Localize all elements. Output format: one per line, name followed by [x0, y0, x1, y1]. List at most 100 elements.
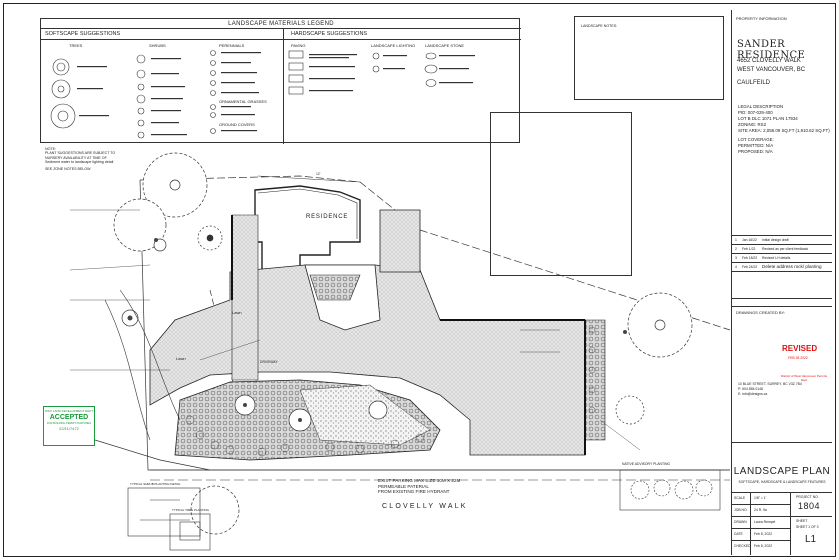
softscape-title: SOFTSCAPE SUGGESTIONS	[45, 31, 121, 37]
drawn-value: Laura Rempel	[754, 520, 776, 524]
revision-row: 1 Jan 16/22 Initial design draft	[732, 236, 832, 245]
plant-notes: NOTE: PLANT SUGGESTIONS ARE SUBJECT TO N…	[45, 147, 145, 171]
neighbourhood: CAULFEILD	[737, 80, 771, 86]
lawn-label: Lawn	[232, 310, 242, 315]
legend-title: LANDSCAPE MATERIALS LEGEND	[228, 21, 334, 27]
revision-row: 2 Feb 1/22 Revised as per client feedback	[732, 245, 832, 254]
sheet-info-grid: SCALE 1/8" = 1' JOB NO. 24 R. 9a DRAWN L…	[732, 492, 832, 555]
revision-number: 2	[735, 247, 737, 251]
revision-date: Feb 24/22	[742, 265, 758, 269]
drawn-by-label: DRAWINGS CREATED BY:	[736, 310, 786, 315]
note-line: NURSERY AVAILABILITY AT TIME OF	[45, 155, 107, 160]
zoning: ZONING: RS2	[738, 122, 767, 127]
stamp-line: DWV LAND DEVELOPMENT DEPT	[44, 409, 94, 413]
drawn-label: DRAWN	[734, 520, 747, 524]
legal-line: LOT B DLC 1071 PLAN 17934	[738, 116, 798, 121]
company-line: E: info@designs.ca	[738, 392, 768, 396]
lot-coverage: LOT COVERAGE:	[738, 137, 774, 142]
revision-number: 3	[735, 256, 737, 260]
sheet-title: LANDSCAPE PLAN	[733, 466, 831, 477]
date-label: DATE	[734, 532, 743, 536]
dimension-label: 12'	[316, 172, 321, 176]
legal-line: PID: 007-029-400	[738, 110, 773, 115]
revision-number: 1	[735, 238, 737, 242]
stamp-accepted: ACCEPTED	[49, 414, 89, 421]
col-shrubs: SHRUBS	[149, 43, 166, 48]
legend-symbols	[50, 50, 475, 139]
parking-note-line: PERMEABLE PATERIAL	[378, 483, 429, 489]
revision-row: 4 Feb 24/22 Delete address rock/ planting	[732, 263, 832, 272]
revision-number: 4	[735, 265, 737, 269]
job-label: JOB NO.	[734, 508, 748, 512]
stamp-number: 22/11/7472	[59, 426, 79, 431]
note-line: Sediment water to landscape lighting det…	[45, 160, 114, 165]
col-grasses: ORNAMENTAL GRASSES	[219, 99, 267, 104]
col-trees: TREES	[69, 43, 83, 48]
stamp-line: FOR BUILDING PERMIT PURPOSES	[46, 422, 92, 425]
checked-value: Feb 8, 2022	[754, 544, 773, 548]
scale-value: 1/8" = 1'	[754, 496, 767, 500]
page-mark: L1	[805, 534, 817, 545]
sheet-border	[3, 3, 836, 557]
revised-date: FEB 28 2022	[788, 356, 808, 360]
residence-label: RESIDENCE	[306, 214, 349, 220]
company-line: P: 604.555.0148	[738, 387, 763, 391]
revised-stamp: REVISED	[782, 344, 818, 353]
permitted: PERMITTED: N/A	[738, 143, 774, 148]
parking-note: EXIST PARKING MAX SIZE 10M X 22M PERMEAB…	[378, 478, 460, 495]
note-line: NOTE:	[45, 147, 56, 151]
street-label: CLOVELLY WALK	[382, 503, 468, 510]
date-value: Feb 8, 2022	[754, 532, 773, 536]
sheet-no: SHEET 1 OF 3	[796, 525, 819, 529]
materials-legend: LANDSCAPE MATERIALS LEGEND SOFTSCAPE SUG…	[40, 18, 521, 144]
site-area: SITE AREA: 2,058.09 SQ.FT (1,910.62 SQ.F…	[738, 128, 830, 133]
planting-detail-title: NATIVE ADVISORY PLANTING	[622, 462, 671, 466]
sheet-label: SHEET	[796, 519, 808, 523]
shrub-detail-title: TYPICAL SHRUB PLANTING DETAIL	[130, 482, 181, 486]
col-paving: PAVING	[291, 43, 306, 48]
col-perennials: PERENNIALS	[219, 43, 245, 48]
parking-note-line: FROM EXISTING FIRE HYDRANT	[378, 489, 450, 495]
legal-label: LEGAL DESCRIPTION	[738, 104, 784, 109]
approval-stamp: DWV LAND DEVELOPMENT DEPT ACCEPTED FOR B…	[43, 406, 95, 446]
landscape-notes-title: LANDSCAPE NOTES:	[581, 24, 618, 28]
project-name: SANDER RESIDENCE	[737, 39, 806, 61]
checked-label: CHECKED	[734, 544, 751, 548]
note-line: PLANT SUGGESTIONS ARE SUBJECT TO	[45, 151, 116, 156]
tree-detail-title: TYPICAL TREE PLANTING	[172, 508, 210, 512]
address-line: 4652 CLOVELLY WALK	[737, 58, 801, 64]
scale-label: SCALE	[734, 496, 746, 500]
revised-note: District of West Vancouver Permits Dept	[780, 374, 828, 382]
company-info: 10 BLUE STREET, SURREY, BC V3Z 7B4 P: 60…	[738, 382, 802, 397]
revision-date: Feb 18/22	[742, 256, 758, 260]
revision-description: Revised as per client feedback	[762, 247, 809, 251]
project-no-label: PROJECT NO.	[796, 495, 819, 499]
hardscape-title: HARDSCAPE SUGGESTIONS	[291, 31, 368, 37]
parking-note-line: EXIST PARKING MAX SIZE 10M X 22M	[378, 478, 461, 483]
job-value: 24 R. 9a	[754, 508, 767, 512]
note-line: SEE ZONE NOTES BELOW	[45, 166, 91, 171]
project-no: 1804	[798, 501, 821, 511]
sheet-subtitle: SOFTSCAPE, HARDSCAPE & LANDSCAPE FEATURE…	[738, 480, 826, 484]
revision-description: Revised LH details	[762, 256, 791, 260]
landscape-notes-box: LANDSCAPE NOTES:	[574, 16, 724, 100]
lawn-label: Lawn	[176, 356, 186, 361]
company-line: 10 BLUE STREET, SURREY, BC V3Z 7B4	[738, 382, 802, 386]
revision-description: Delete address rock/ planting	[762, 264, 822, 269]
address-line: WEST VANCOUVER, BC	[737, 67, 806, 73]
title-block: PROPERTY INFORMATION SANDER RESIDENCE 46…	[731, 10, 832, 555]
property-info-label: PROPERTY INFORMATION	[736, 16, 787, 21]
col-stone: LANDSCAPE STONE	[425, 43, 465, 48]
legal-info: LEGAL DESCRIPTION PID: 007-029-400 LOT B…	[738, 104, 830, 155]
proposed: PROPOSED: N/A	[738, 149, 773, 154]
col-groundcovers: GROUND COVERS	[219, 122, 255, 127]
revision-description: Initial design draft	[762, 238, 789, 242]
revision-row: 3 Feb 18/22 Revised LH details	[732, 254, 832, 263]
driveway-label: DRIVEWAY	[260, 360, 278, 364]
revision-date: Jan 16/22	[742, 238, 757, 242]
revision-date: Feb 1/22	[742, 247, 756, 251]
col-lighting: LANDSCAPE LIGHTING	[371, 43, 416, 48]
